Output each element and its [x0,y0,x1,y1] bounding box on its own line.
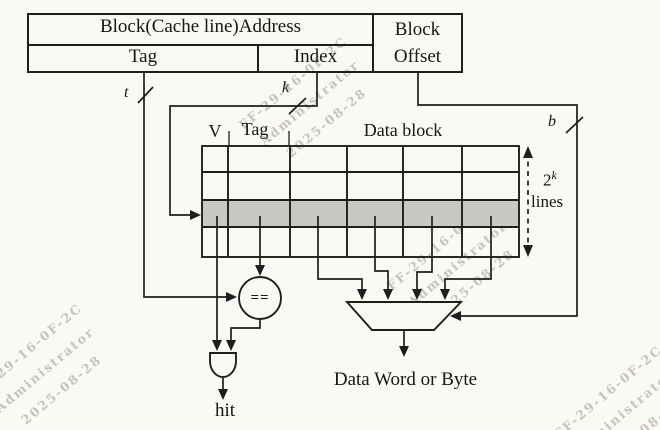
arrowheads [190,210,461,400]
block-offset-line2: Offset [393,46,442,67]
b-bits-label: b [548,113,556,130]
block-offset-line1: Block [394,19,441,40]
cache-table-grid [201,145,520,258]
index-bits-wire [169,72,318,216]
block-offset-label: Block Offset [373,16,462,70]
k-bits-label: k [282,79,290,96]
power-base: 2 [543,170,552,190]
comparator-output-wire [230,319,261,344]
index-field-label: Index [293,46,338,67]
row-output-wires [216,216,492,393]
k-width-slash [288,97,307,115]
tag-column-header: Tag [241,119,269,139]
t-bits-label: t [124,84,129,101]
t-width-slash [137,86,154,104]
power-exponent: k [551,168,557,182]
data-block-column-header: Data block [363,120,443,140]
tag-field-label: Tag [128,46,158,67]
hit-label: hit [214,400,236,421]
and-gate [209,352,237,378]
row-count-lines-label: lines [531,192,564,211]
valid-column-header: V [208,121,222,141]
comparator-equals-symbol: == [250,290,270,306]
mux [344,301,464,331]
offset-bits-wire [417,72,578,317]
block-address-title: Block(Cache line)Address [99,16,302,37]
data-word-output-label: Data Word or Byte [333,369,478,390]
comparator-circle [238,276,282,320]
row-count-marker [523,146,533,257]
tag-bits-wire [143,72,230,298]
row-count-power-label: 2k [543,168,557,191]
selected-cache-line-row [202,200,519,227]
b-width-slash [565,116,584,134]
header-ticks [228,131,290,146]
